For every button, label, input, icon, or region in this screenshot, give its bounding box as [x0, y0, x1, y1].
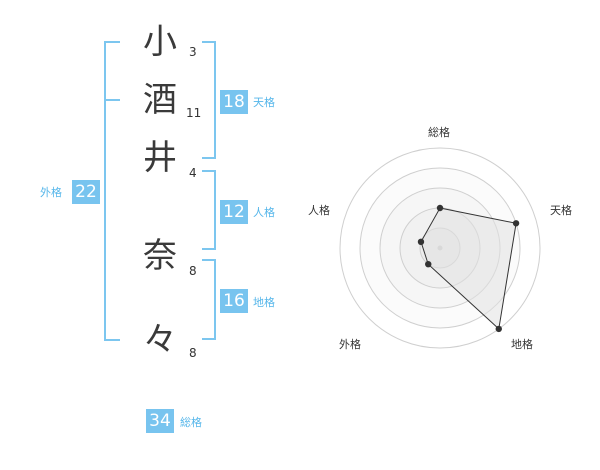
gaikaku-bracket-tick	[104, 99, 120, 101]
gaikaku-bracket	[104, 41, 120, 341]
radar-label-soukaku: 総格	[428, 126, 450, 139]
stroke-count-5: 8	[189, 346, 197, 360]
stroke-count-2: 11	[186, 106, 202, 120]
stroke-count-1: 3	[189, 45, 197, 59]
chikaku-label: 地格	[253, 296, 275, 309]
radar-point-2	[495, 325, 502, 333]
jinkaku-bracket	[202, 170, 216, 250]
radar-label-gaikaku: 外格	[339, 338, 361, 351]
tenkaku-value: 18	[220, 90, 248, 114]
radar-point-0	[436, 204, 444, 212]
radar-label-chikaku: 地格	[511, 338, 533, 351]
radar-point-3	[425, 260, 432, 268]
radar-label-jinkaku: 人格	[308, 204, 330, 217]
jinkaku-label: 人格	[253, 206, 275, 219]
gaikaku-value: 22	[72, 180, 100, 204]
stroke-count-4: 8	[189, 264, 197, 278]
stroke-count-3: 4	[189, 166, 197, 180]
gaikaku-label: 外格	[40, 186, 62, 199]
jinkaku-value: 12	[220, 200, 248, 224]
chikaku-value: 16	[220, 289, 248, 313]
chikaku-bracket	[202, 259, 216, 340]
name-char-1: 小	[143, 22, 177, 62]
tenkaku-bracket	[202, 41, 216, 159]
soukaku-value: 34	[146, 409, 174, 433]
tenkaku-label: 天格	[253, 96, 275, 109]
radar-series-polygon	[420, 207, 517, 330]
radar-label-tenkaku: 天格	[550, 204, 572, 217]
name-char-3: 井	[143, 138, 177, 178]
soukaku-label: 総格	[180, 416, 202, 429]
radar-point-1	[512, 220, 520, 227]
name-char-2: 酒	[143, 80, 177, 120]
radar-point-4	[417, 238, 425, 246]
name-char-4: 奈	[143, 236, 177, 276]
name-char-5: 々	[143, 320, 177, 360]
